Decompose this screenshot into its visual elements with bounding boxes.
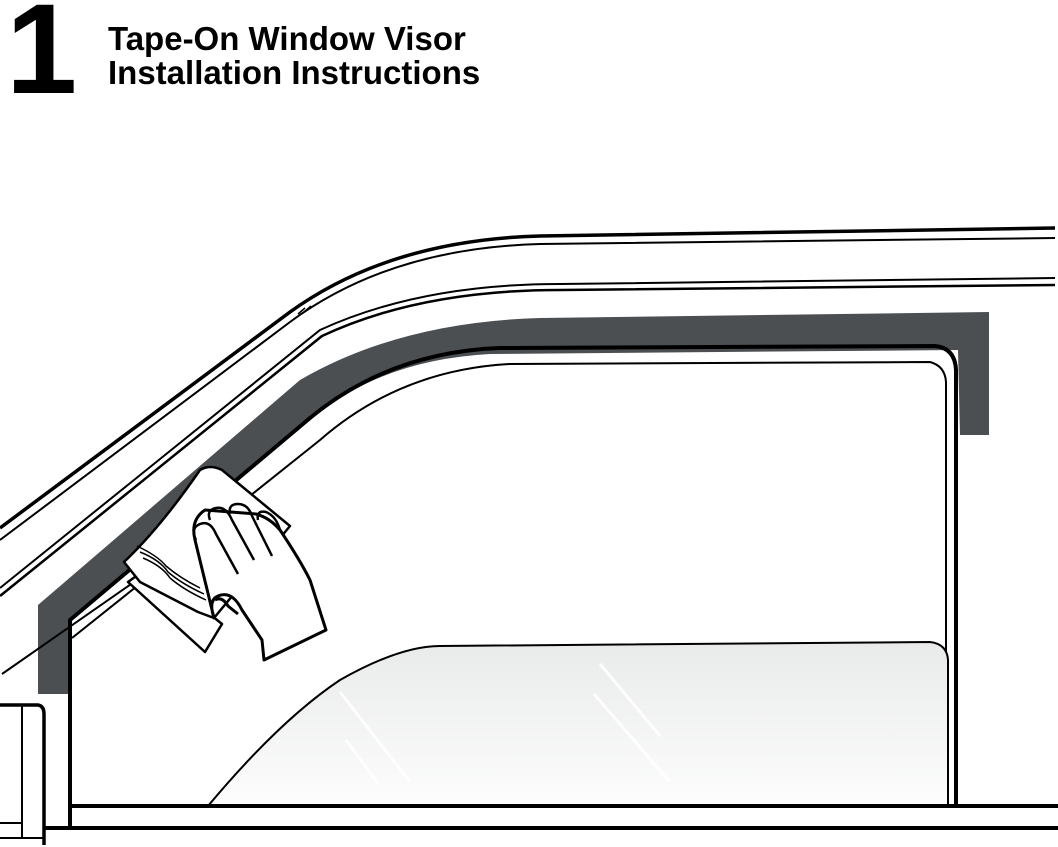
title-line-1: Tape-On Window Visor xyxy=(108,20,466,57)
side-mirror-base xyxy=(0,703,46,845)
glass-reflections xyxy=(338,663,672,787)
step-number: 1 xyxy=(6,0,77,121)
visor-mounting-area xyxy=(38,312,989,694)
roof-lines xyxy=(0,226,1056,597)
title-line-2: Installation Instructions xyxy=(108,54,481,91)
page-title: Tape-On Window Visor Installation Instru… xyxy=(108,22,480,90)
window-glass xyxy=(205,640,949,807)
door-frame-outline xyxy=(68,343,958,830)
gloved-hand xyxy=(192,502,328,662)
